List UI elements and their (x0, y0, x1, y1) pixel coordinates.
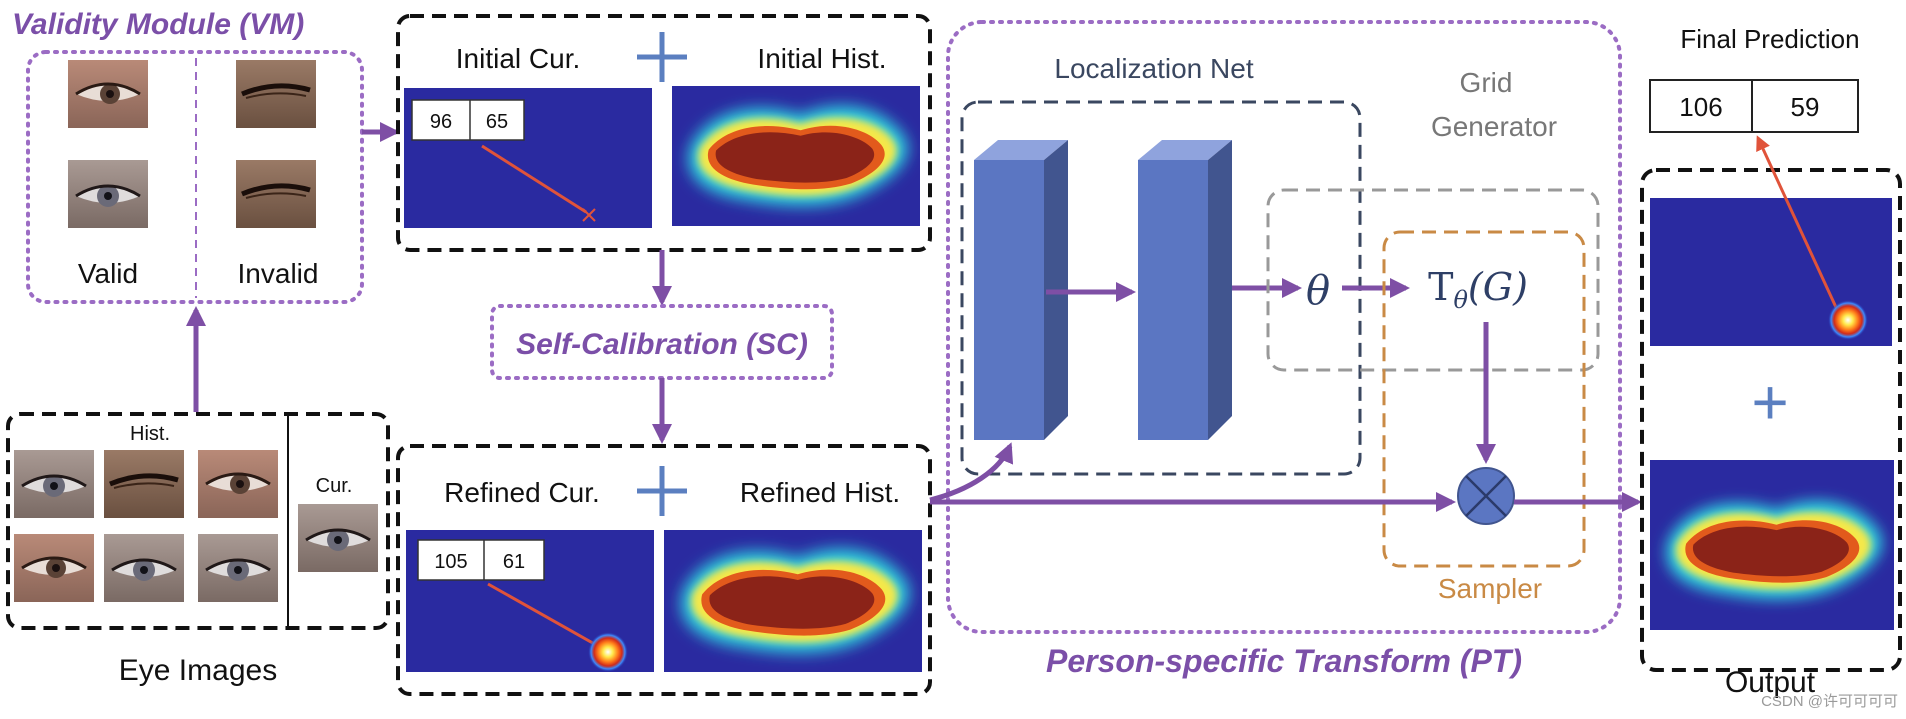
conv-block-2 (1138, 140, 1232, 440)
output-label: Output (1725, 666, 1816, 699)
initial-gaze-box (411, 99, 525, 141)
output-box (1640, 168, 1902, 672)
grid-label-line1: Grid (1460, 67, 1513, 98)
invalid-eye-image-1 (236, 60, 316, 128)
pt-box (946, 20, 1622, 634)
valid-eye-image-1 (66, 58, 150, 130)
watermark: CSDN @许可可可可 (1761, 693, 1898, 710)
vm-title: Validity Module (VM) (12, 8, 304, 41)
localization-net-label: Localization Net (1054, 53, 1253, 84)
grid-generator-box (1266, 188, 1600, 372)
vm-box (26, 50, 364, 304)
valid-eye-image-2 (66, 158, 150, 230)
refined-cur-label: Refined Cur. (444, 477, 600, 508)
sampler-box (1382, 230, 1586, 568)
refined-gaze-spot (588, 632, 628, 672)
multiply-icon (1457, 467, 1515, 525)
initial-gaze-arrow (481, 144, 587, 214)
refined-plus-icon (637, 466, 687, 516)
refined-hist-label: Refined Hist. (740, 477, 900, 508)
sc-title: Self-Calibration (SC) (516, 328, 808, 361)
eye-images-box (6, 412, 390, 630)
final-prediction-y: 59 (1791, 92, 1820, 122)
output-gaze-arrow (1756, 135, 1842, 317)
final-prediction-label: Final Prediction (1680, 24, 1859, 54)
initial-box (396, 14, 932, 252)
initial-gaze-y: 65 (486, 111, 508, 133)
refined-gaze-arrow (487, 582, 599, 648)
refined-gaze-x: 105 (434, 551, 467, 573)
hist-label: Hist. (130, 423, 170, 445)
hist-eye-5 (102, 532, 186, 604)
hist-eye-6 (196, 532, 280, 604)
refined-gaze-box (417, 539, 545, 581)
hist-eye-1 (12, 448, 96, 520)
transform-label: Tθ(G) (1428, 265, 1528, 314)
hist-eye-4 (12, 532, 96, 604)
invalid-eye-image-2 (236, 160, 316, 228)
valid-label: Valid (78, 258, 138, 289)
arrow-refined-to-localization (929, 442, 1014, 503)
pt-title: Person-specific Transform (PT) (1046, 643, 1522, 679)
final-prediction-x: 106 (1679, 92, 1722, 122)
refined-gaze-y: 61 (503, 551, 525, 573)
output-plus-icon: + (1751, 366, 1788, 438)
refined-box (396, 444, 932, 696)
cur-eye-image (296, 502, 380, 574)
conv-block-1 (974, 140, 1068, 440)
initial-cross-icon (582, 208, 596, 222)
theta-symbol: θ (1306, 268, 1330, 314)
grid-label-line2: Generator (1431, 111, 1557, 142)
sampler-label: Sampler (1438, 573, 1542, 604)
output-gaze-spot (1828, 300, 1868, 340)
eye-images-label: Eye Images (119, 654, 277, 687)
initial-gaze-x: 96 (430, 111, 452, 133)
final-prediction-box (1649, 79, 1859, 133)
initial-plus-icon (637, 32, 687, 82)
hist-eye-3 (196, 448, 280, 520)
invalid-label: Invalid (238, 258, 319, 289)
hist-eye-2 (104, 450, 184, 518)
initial-cur-label: Initial Cur. (456, 43, 581, 74)
cur-label: Cur. (316, 475, 353, 497)
initial-hist-label: Initial Hist. (757, 43, 886, 74)
